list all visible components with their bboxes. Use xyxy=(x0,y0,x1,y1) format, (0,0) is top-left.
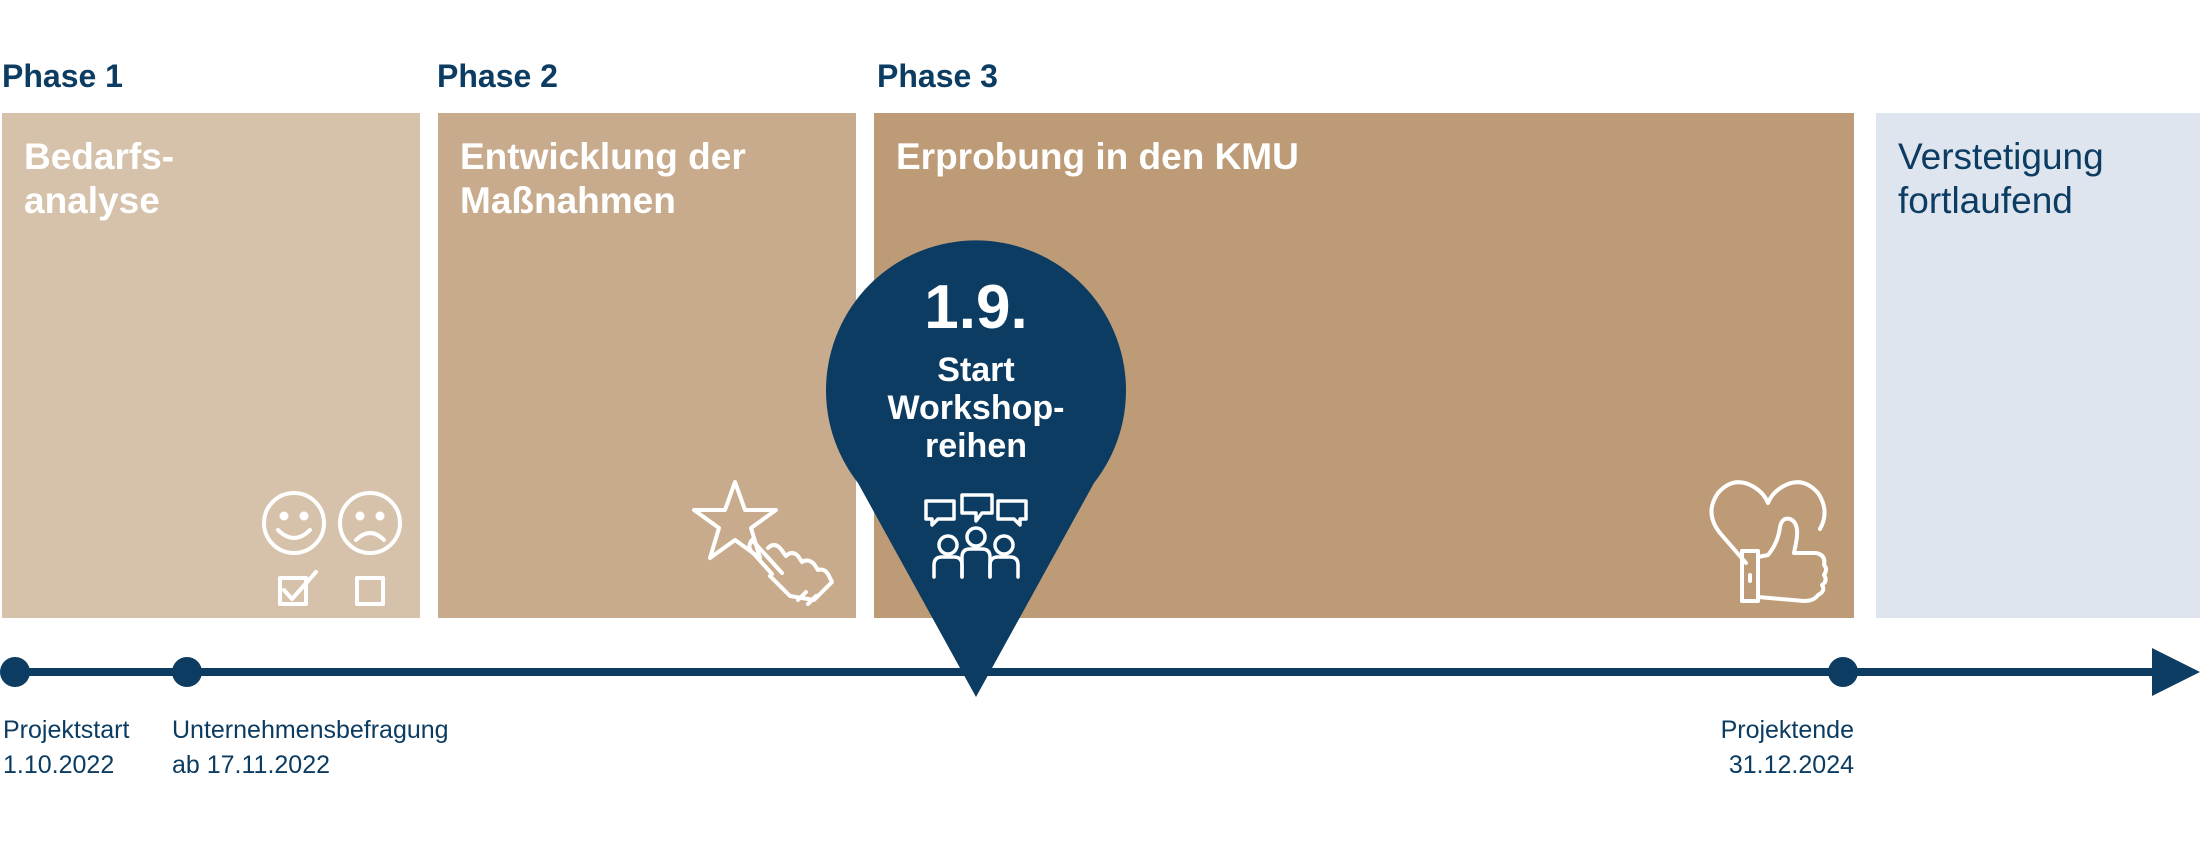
milestone-projektende-line-2: 31.12.2024 xyxy=(1728,751,1854,779)
phase-1-label: Phase 1 xyxy=(2,58,123,94)
pin-shape xyxy=(826,240,1126,698)
milestone-projektstart-line-2: 1.10.2022 xyxy=(3,751,115,779)
phase-2-title-line-2: Maßnahmen xyxy=(460,180,676,221)
continuation-title: Verstetigung fortlaufend xyxy=(1898,135,2104,223)
continuation-title-line-1: Verstetigung xyxy=(1898,136,2104,177)
milestone-dot-projektende xyxy=(1828,657,1858,687)
milestone-unternehmensbefragung-line-1: Unternehmensbefragung xyxy=(172,716,449,744)
phase-2-title: Entwicklung der Maßnahmen xyxy=(460,135,746,223)
phase-1-title: Bedarfs- analyse xyxy=(24,135,174,223)
pin-date: 1.9. xyxy=(924,273,1028,342)
milestone-dot-projektstart xyxy=(0,657,30,687)
milestone-projektstart-line-1: Projektstart xyxy=(3,716,130,744)
pin-caption-line-3: reihen xyxy=(924,427,1028,465)
continuation-title-line-2: fortlaufend xyxy=(1898,180,2073,221)
milestone-label-unternehmensbefragung: Unternehmensbefragung ab 17.11.2022 xyxy=(172,713,449,783)
milestone-projektende-line-1: Projektende xyxy=(1720,716,1854,744)
milestone-label-projektende: Projektende 31.12.2024 xyxy=(1721,713,1854,783)
phase-1-box: Bedarfs- analyse xyxy=(2,113,420,618)
phase-3-label: Phase 3 xyxy=(877,58,998,94)
phase-3-title: Erprobung in den KMU xyxy=(896,135,1299,179)
continuation-box: Verstetigung fortlaufend xyxy=(1876,113,2200,618)
phase-3-title-line-1: Erprobung in den KMU xyxy=(896,136,1299,177)
phase-2-title-line-1: Entwicklung der xyxy=(460,136,746,177)
smiley-survey-icon xyxy=(260,490,410,608)
phase-2-box: Entwicklung der Maßnahmen xyxy=(438,113,856,618)
workshop-start-pin: 1.9. Start Workshop- reihen xyxy=(826,235,1126,700)
milestone-unternehmensbefragung-line-2: ab 17.11.2022 xyxy=(172,751,331,779)
milestone-dot-unternehmensbefragung xyxy=(172,657,202,687)
pin-caption-line-1: Start xyxy=(937,351,1015,389)
heart-thumbs-up-icon xyxy=(1708,477,1832,605)
phase-2-label: Phase 2 xyxy=(437,58,558,94)
timeline-arrow-head xyxy=(2152,648,2200,696)
star-hand-icon xyxy=(690,478,840,608)
phase-1-title-line-1: Bedarfs- xyxy=(24,136,175,177)
pin-caption-line-2: Workshop- xyxy=(887,389,1065,427)
milestone-label-projektstart: Projektstart 1.10.2022 xyxy=(3,713,129,783)
pin-caption: Start Workshop- reihen xyxy=(826,351,1126,465)
phase-1-title-line-2: analyse xyxy=(24,180,160,221)
